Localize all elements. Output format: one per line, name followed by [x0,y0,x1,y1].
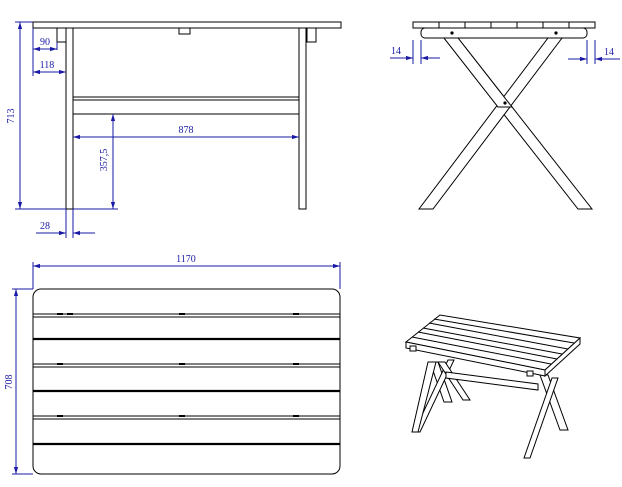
iso-stretcher [445,371,539,391]
dim-front-leg-offset: 90 [40,37,50,48]
isometric-view [404,314,582,459]
top-view-screws [57,313,299,445]
top-view-dimensions: 1170 708 [4,254,341,475]
iso-leg-left [413,359,455,433]
dim-side-overhang-right: 14 [604,47,614,58]
top-view-outline [32,288,341,475]
dim-front-frame-offset: 118 [40,60,55,71]
dim-top-length: 1170 [176,254,196,265]
side-view [412,21,596,210]
dim-front-height: 713 [6,109,17,124]
front-tabletop [32,21,342,29]
front-dimensions: 713 90 118 878 357,5 28 [6,21,299,238]
front-block-left [56,27,67,43]
front-leg-left [65,27,74,210]
dim-top-width: 708 [4,375,15,390]
front-stretcher [72,96,300,115]
side-top-slats [412,21,596,29]
dim-front-stretcher-height: 357,5 [99,149,110,172]
front-block-right [306,27,317,43]
front-leg-right [298,27,307,210]
iso-leg-right-b [523,377,559,459]
front-view [32,21,342,210]
dim-side-overhang-left: 14 [391,46,401,57]
top-view-slats [33,313,340,446]
side-rail [420,27,588,39]
dim-front-stretcher-length: 878 [179,125,194,136]
dim-front-leg-width: 28 [40,221,50,232]
top-view [32,288,341,475]
side-leg-b [417,37,564,210]
side-dimensions: 14 14 [390,40,620,64]
front-handle-notch [178,27,191,35]
